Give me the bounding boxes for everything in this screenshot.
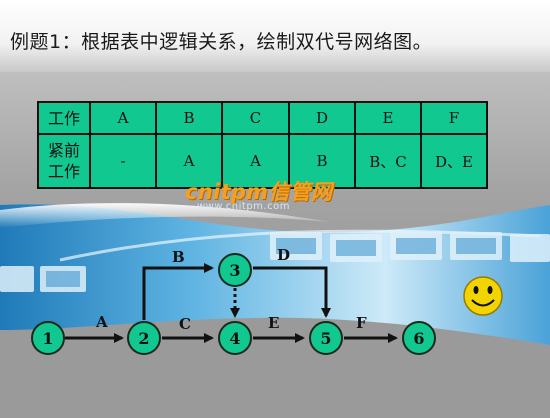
table-cell-predecessor: B、C — [354, 133, 422, 189]
slide-title: 例题1：根据表中逻辑关系，绘制双代号网络图。 — [10, 31, 433, 53]
logic-relation-table: 工作 A B C D E F 紧前 工作 - A A B B、C D、E — [37, 101, 488, 189]
activity-label-d: D — [277, 246, 290, 264]
node-label: 2 — [138, 329, 149, 348]
node-label: 5 — [320, 329, 331, 348]
table-cell-work: C — [221, 101, 290, 135]
watermark-url: www.cnitpm.com — [197, 201, 290, 212]
table-cell-work: E — [354, 101, 422, 135]
watermark-brand: cnitpm信管网 — [185, 180, 333, 204]
table-cell-work: B — [155, 101, 223, 135]
activity-label-a: A — [95, 313, 108, 331]
node-label: 1 — [42, 329, 53, 348]
title-band — [0, 0, 550, 72]
activity-label-c: C — [179, 315, 191, 333]
table-cell-predecessor: - — [89, 133, 157, 189]
arrow-activity-d — [253, 266, 331, 318]
table-cell-predecessor: A — [155, 133, 223, 189]
network-node: 1 — [31, 321, 65, 355]
network-node: 2 — [127, 321, 161, 355]
table-row-predecessors: 紧前 工作 - A A B B、C D、E — [37, 133, 488, 189]
arrow-activity-b — [142, 263, 214, 320]
activity-label-b: B — [172, 248, 185, 266]
network-node: 5 — [309, 321, 343, 355]
table-cell-predecessor: D、E — [420, 133, 488, 189]
table-cell-predecessor: A — [221, 133, 290, 189]
row-header-predecessors: 紧前 工作 — [37, 133, 91, 189]
row-header-work: 工作 — [37, 101, 91, 135]
network-node: 6 — [402, 321, 436, 355]
row-header-line: 紧前 — [47, 141, 80, 160]
network-node: 4 — [218, 321, 252, 355]
row-header-line: 工作 — [47, 162, 80, 181]
table-cell-predecessor: B — [288, 133, 356, 189]
node-label: 3 — [229, 261, 240, 280]
node-label: 4 — [229, 329, 240, 348]
activity-label-e: E — [268, 314, 279, 332]
table-cell-work: F — [420, 101, 488, 135]
table-cell-work: D — [288, 101, 356, 135]
table-row-work: 工作 A B C D E F — [37, 101, 488, 135]
table-cell-work: A — [89, 101, 157, 135]
network-node: 3 — [218, 253, 252, 287]
node-label: 6 — [413, 329, 424, 348]
smiley-face-icon — [463, 276, 503, 316]
activity-label-f: F — [356, 314, 367, 332]
